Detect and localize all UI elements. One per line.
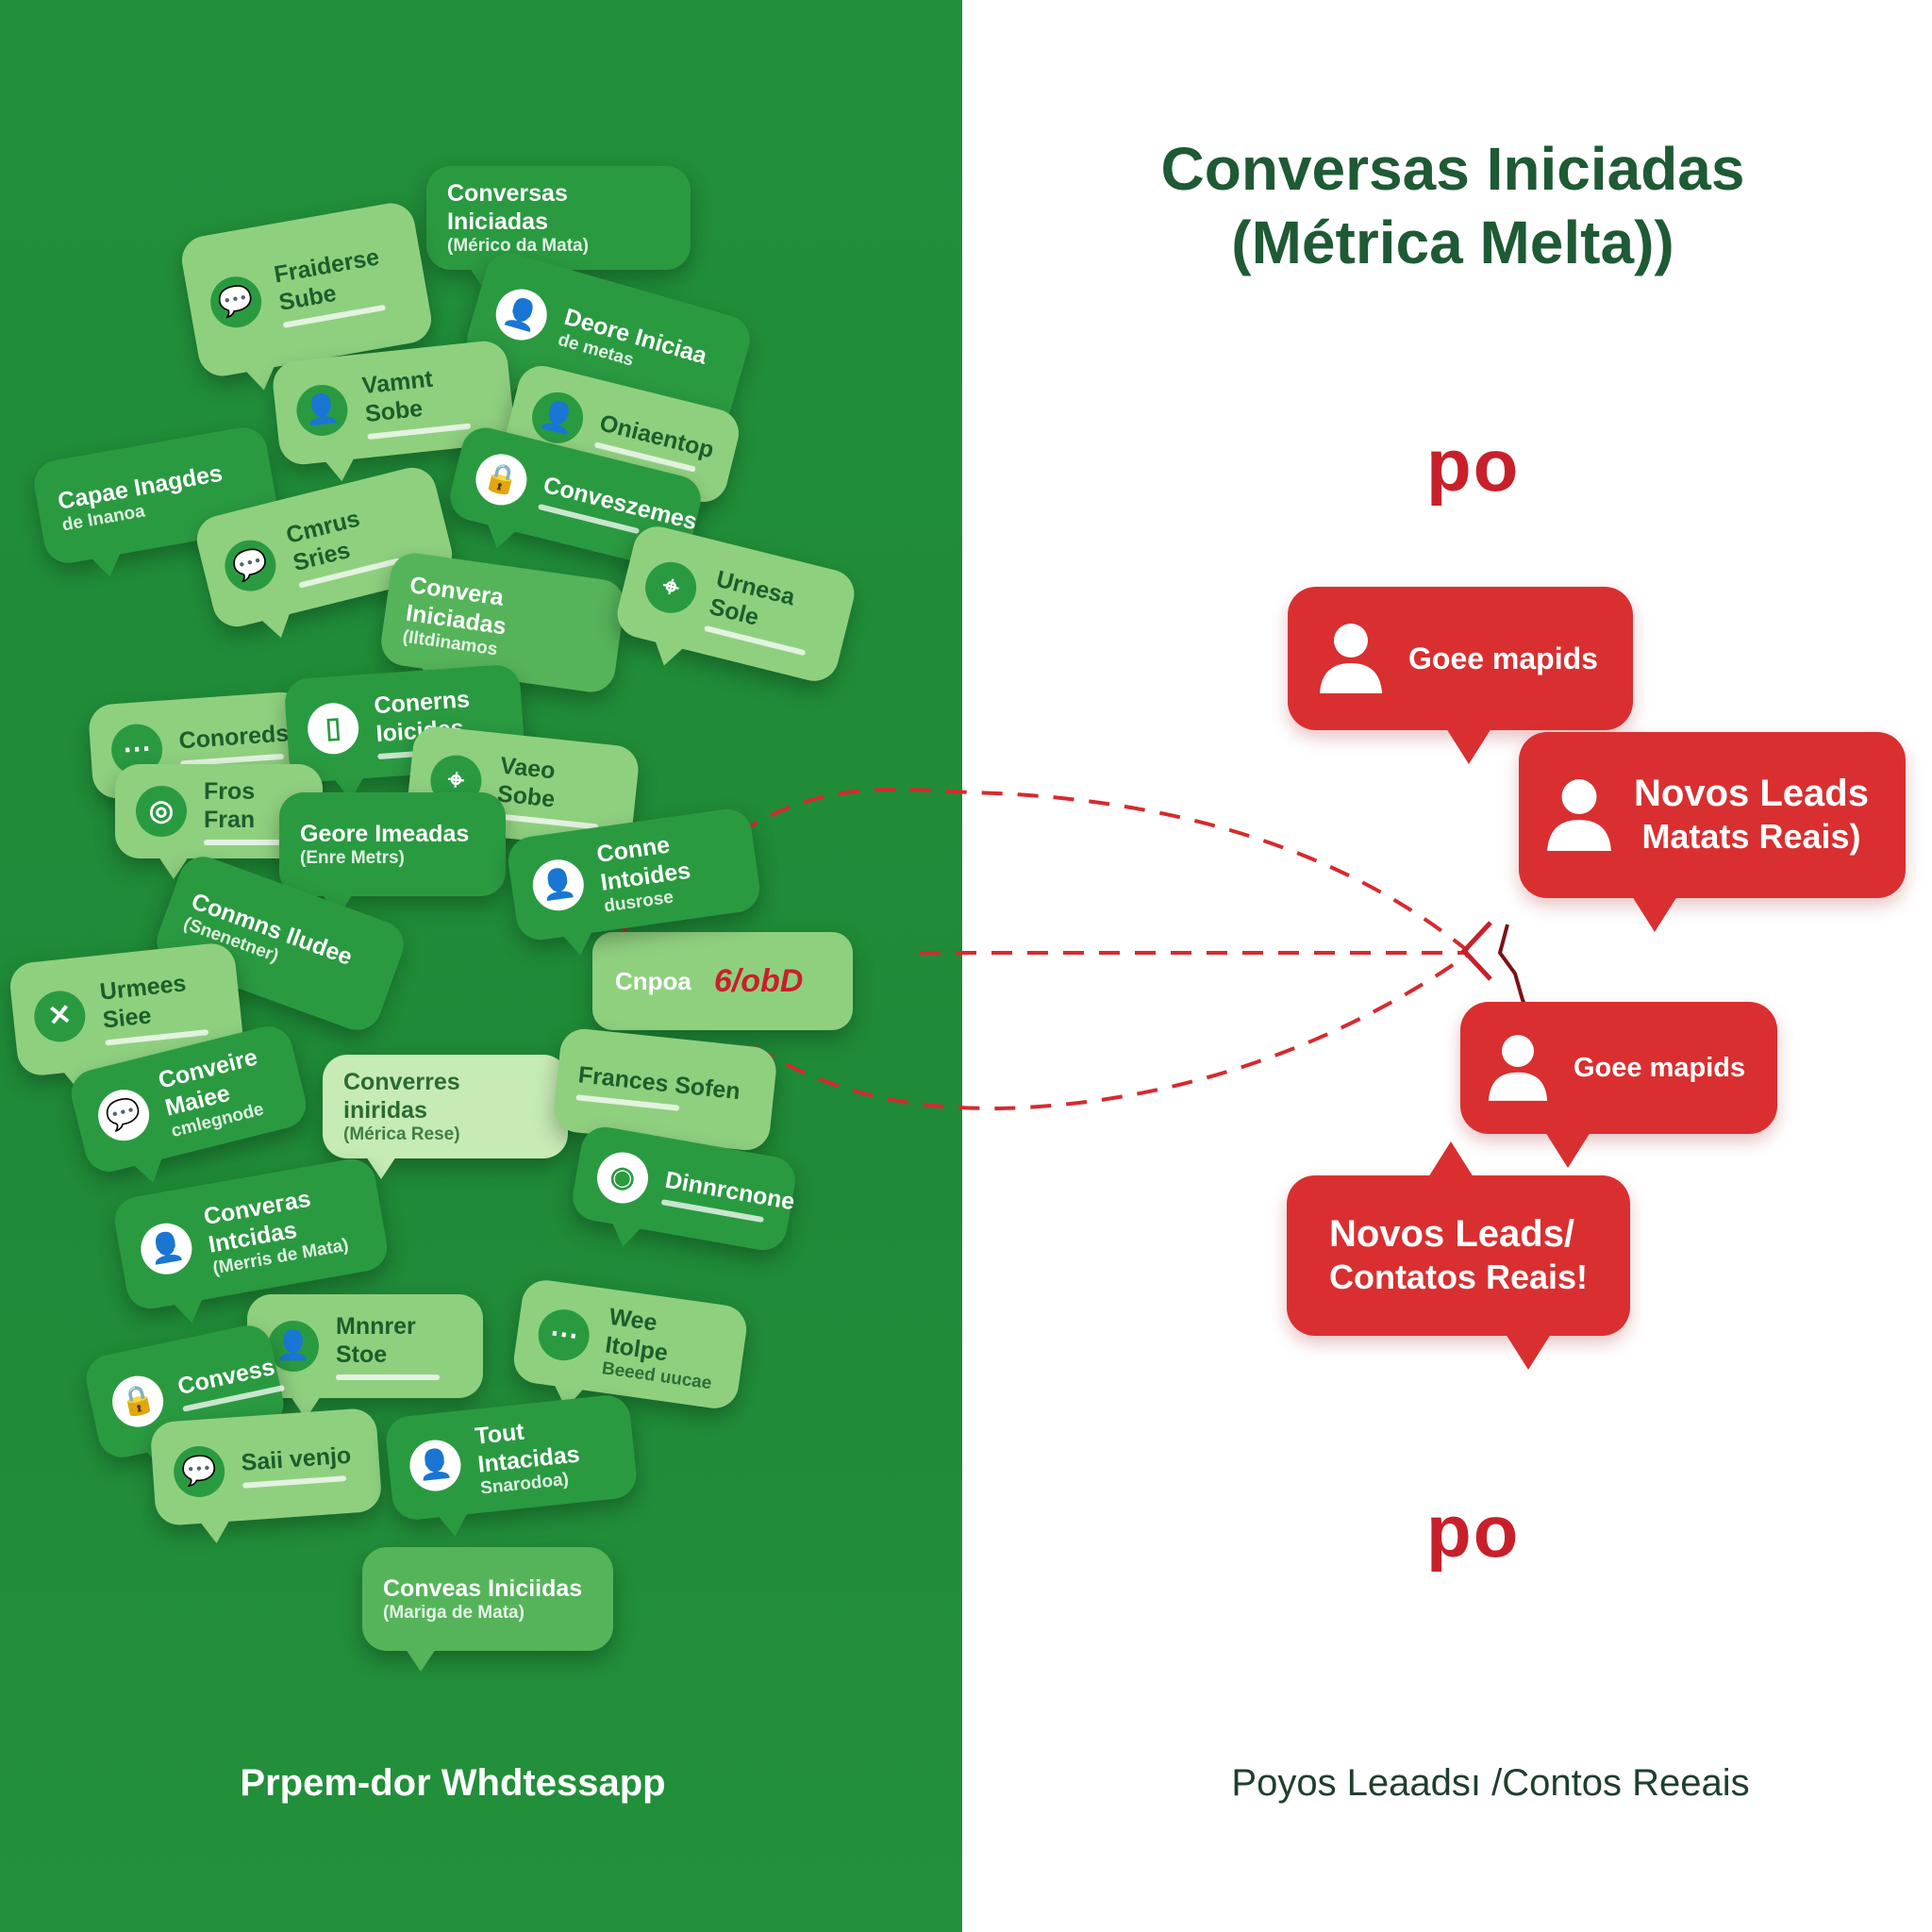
whatsapp-bubble-line1: Converres iniridas bbox=[343, 1068, 460, 1124]
whatsapp-bubble: ⌖Urnesa Sole bbox=[612, 521, 859, 687]
close-icon: ✕ bbox=[31, 988, 89, 1045]
red-bubble-novos-leads-1-line2: Matats Reais) bbox=[1641, 817, 1861, 856]
bubble-tail bbox=[260, 611, 296, 641]
whatsapp-bubble: 👤 Mnnrer Stoe bbox=[247, 1294, 483, 1419]
chat-icon: 💬 bbox=[206, 272, 266, 332]
whatsapp-bubble: 💬 Saii venjo bbox=[149, 1407, 383, 1544]
text-placeholder-bar bbox=[336, 1374, 440, 1380]
instagram-icon: ◉ bbox=[592, 1148, 653, 1208]
scribble-text: 6/obD bbox=[713, 962, 804, 999]
bubble-tail bbox=[199, 1519, 232, 1544]
bubble-tail bbox=[406, 1649, 436, 1672]
person-icon: 👤 bbox=[529, 856, 588, 914]
person-icon bbox=[1488, 1035, 1548, 1101]
whatsapp-bubble: Frances Sofen bbox=[551, 1026, 779, 1158]
whatsapp-bubble-line2: (Mérico da Mata) bbox=[447, 235, 589, 256]
lock-icon: 🔒 bbox=[470, 448, 533, 511]
whatsapp-bubble: Converres iniridas(Mérica Rese) bbox=[323, 1055, 568, 1179]
whatsapp-bubble-line1: Fros Fran bbox=[204, 778, 256, 833]
po-mark-bottom: po bbox=[1426, 1490, 1521, 1573]
pin-icon: ⌖ bbox=[640, 557, 702, 619]
red-bubble-novos-leads-2: Novos Leads/ Contatos Reais! bbox=[1287, 1141, 1630, 1370]
whatsapp-bubble: ◉Dinnrcnone bbox=[569, 1123, 799, 1255]
main-title-line2: (Métrica Melta)) bbox=[1231, 208, 1674, 276]
person-icon: 👤 bbox=[490, 283, 554, 346]
person-icon: 👤 bbox=[268, 1321, 319, 1372]
whatsapp-bubble-line2: (Mérica Rese) bbox=[343, 1124, 460, 1144]
whatsapp-bubble-line1: Conoreds bbox=[177, 720, 291, 755]
red-bubble-goee-2-label: Goee mapids bbox=[1574, 1052, 1746, 1083]
person-icon: 👤 bbox=[137, 1219, 196, 1279]
main-title: Conversas Iniciadas (Métrica Melta)) bbox=[1132, 132, 1774, 279]
chat-icon: 💬 bbox=[92, 1084, 155, 1146]
red-bubble-novos-leads-1-line1: Novos Leads bbox=[1634, 773, 1869, 814]
red-bubble-novos-leads-2-line1: Novos Leads/ bbox=[1328, 1213, 1575, 1255]
text-placeholder-bar bbox=[204, 840, 308, 845]
bubble-tail bbox=[324, 457, 358, 483]
whatsapp-bubble-line1: Fraiderse Sube bbox=[272, 243, 382, 317]
whatsapp-bubble-line1: Geore Imeadas bbox=[300, 820, 470, 847]
whatsapp-bubble-line1: Saii venjo bbox=[240, 1441, 353, 1476]
scribble-bubble: Cnpoa 6/obD bbox=[592, 932, 853, 1030]
person-icon bbox=[1547, 779, 1611, 851]
whatsapp-bubble-line1: Conversas Iniciadas bbox=[447, 179, 568, 235]
person-icon bbox=[1320, 624, 1382, 693]
whatsapp-bubble-line1: Conveas Iniciidas bbox=[383, 1574, 583, 1602]
whatsapp-bubble: Conveas Iniciidas(Mariga de Mata) bbox=[362, 1547, 613, 1672]
red-bubble-novos-leads-2-line2: Contatos Reais! bbox=[1328, 1257, 1589, 1296]
bubble-tail bbox=[438, 1512, 471, 1539]
bubble-tail bbox=[562, 930, 596, 958]
whatsapp-bubble-line1: Mnnrer Stoe bbox=[336, 1313, 416, 1368]
right-caption: Poyos Leaadsı /Contos Reeais bbox=[1231, 1762, 1750, 1804]
right-panel bbox=[962, 0, 1932, 1932]
main-title-line1: Conversas Iniciadas bbox=[1160, 135, 1745, 203]
bubble-tail bbox=[649, 640, 685, 670]
person-icon: 👤 bbox=[293, 382, 351, 439]
bubble-tail bbox=[91, 552, 125, 580]
red-bubble-goee-1-label: Goee mapids bbox=[1408, 641, 1598, 675]
circle-icon: ◎ bbox=[136, 786, 187, 837]
whatsapp-bubble: Conversas Iniciadas(Mérico da Mata) bbox=[426, 166, 691, 291]
person-icon: 👤 bbox=[407, 1437, 464, 1494]
bubble-tail bbox=[482, 523, 517, 553]
whatsapp-bubble-line2: (Mariga de Mata) bbox=[383, 1602, 525, 1623]
scribble-label: Cnpoa bbox=[615, 966, 691, 995]
text-placeholder-bar bbox=[242, 1475, 347, 1489]
whatsapp-bubble-line1: Vaeo Sobe bbox=[495, 752, 557, 813]
whatsapp-bubble-line1: Vamnt Sobe bbox=[360, 365, 435, 428]
phone-icon: ▯ bbox=[306, 701, 361, 757]
red-bubble-goee-1: Goee mapids bbox=[1288, 587, 1633, 764]
dots-icon: ⋯ bbox=[535, 1306, 593, 1364]
whatsapp-bubble-line2: (Enre Metrs) bbox=[300, 847, 405, 868]
chat-icon: 💬 bbox=[172, 1444, 226, 1499]
left-caption: Prpem-dor Whdtessapp bbox=[240, 1762, 666, 1804]
bubble-tail bbox=[608, 1222, 642, 1250]
bubble-tail bbox=[173, 1297, 208, 1326]
red-bubble-goee-2: Goee mapids bbox=[1460, 1002, 1777, 1168]
whatsapp-bubble-line1: Urmees Siee bbox=[98, 970, 188, 1034]
bubble-tail bbox=[133, 1157, 168, 1187]
po-mark-top: po bbox=[1426, 424, 1521, 507]
red-bubble-novos-leads-1: Novos Leads Matats Reais) bbox=[1519, 732, 1906, 932]
whatsapp-bubble: Geore Imeadas(Enre Metrs) bbox=[279, 792, 506, 917]
chat-icon: 💬 bbox=[219, 534, 282, 597]
lock-icon: 🔒 bbox=[108, 1371, 169, 1432]
